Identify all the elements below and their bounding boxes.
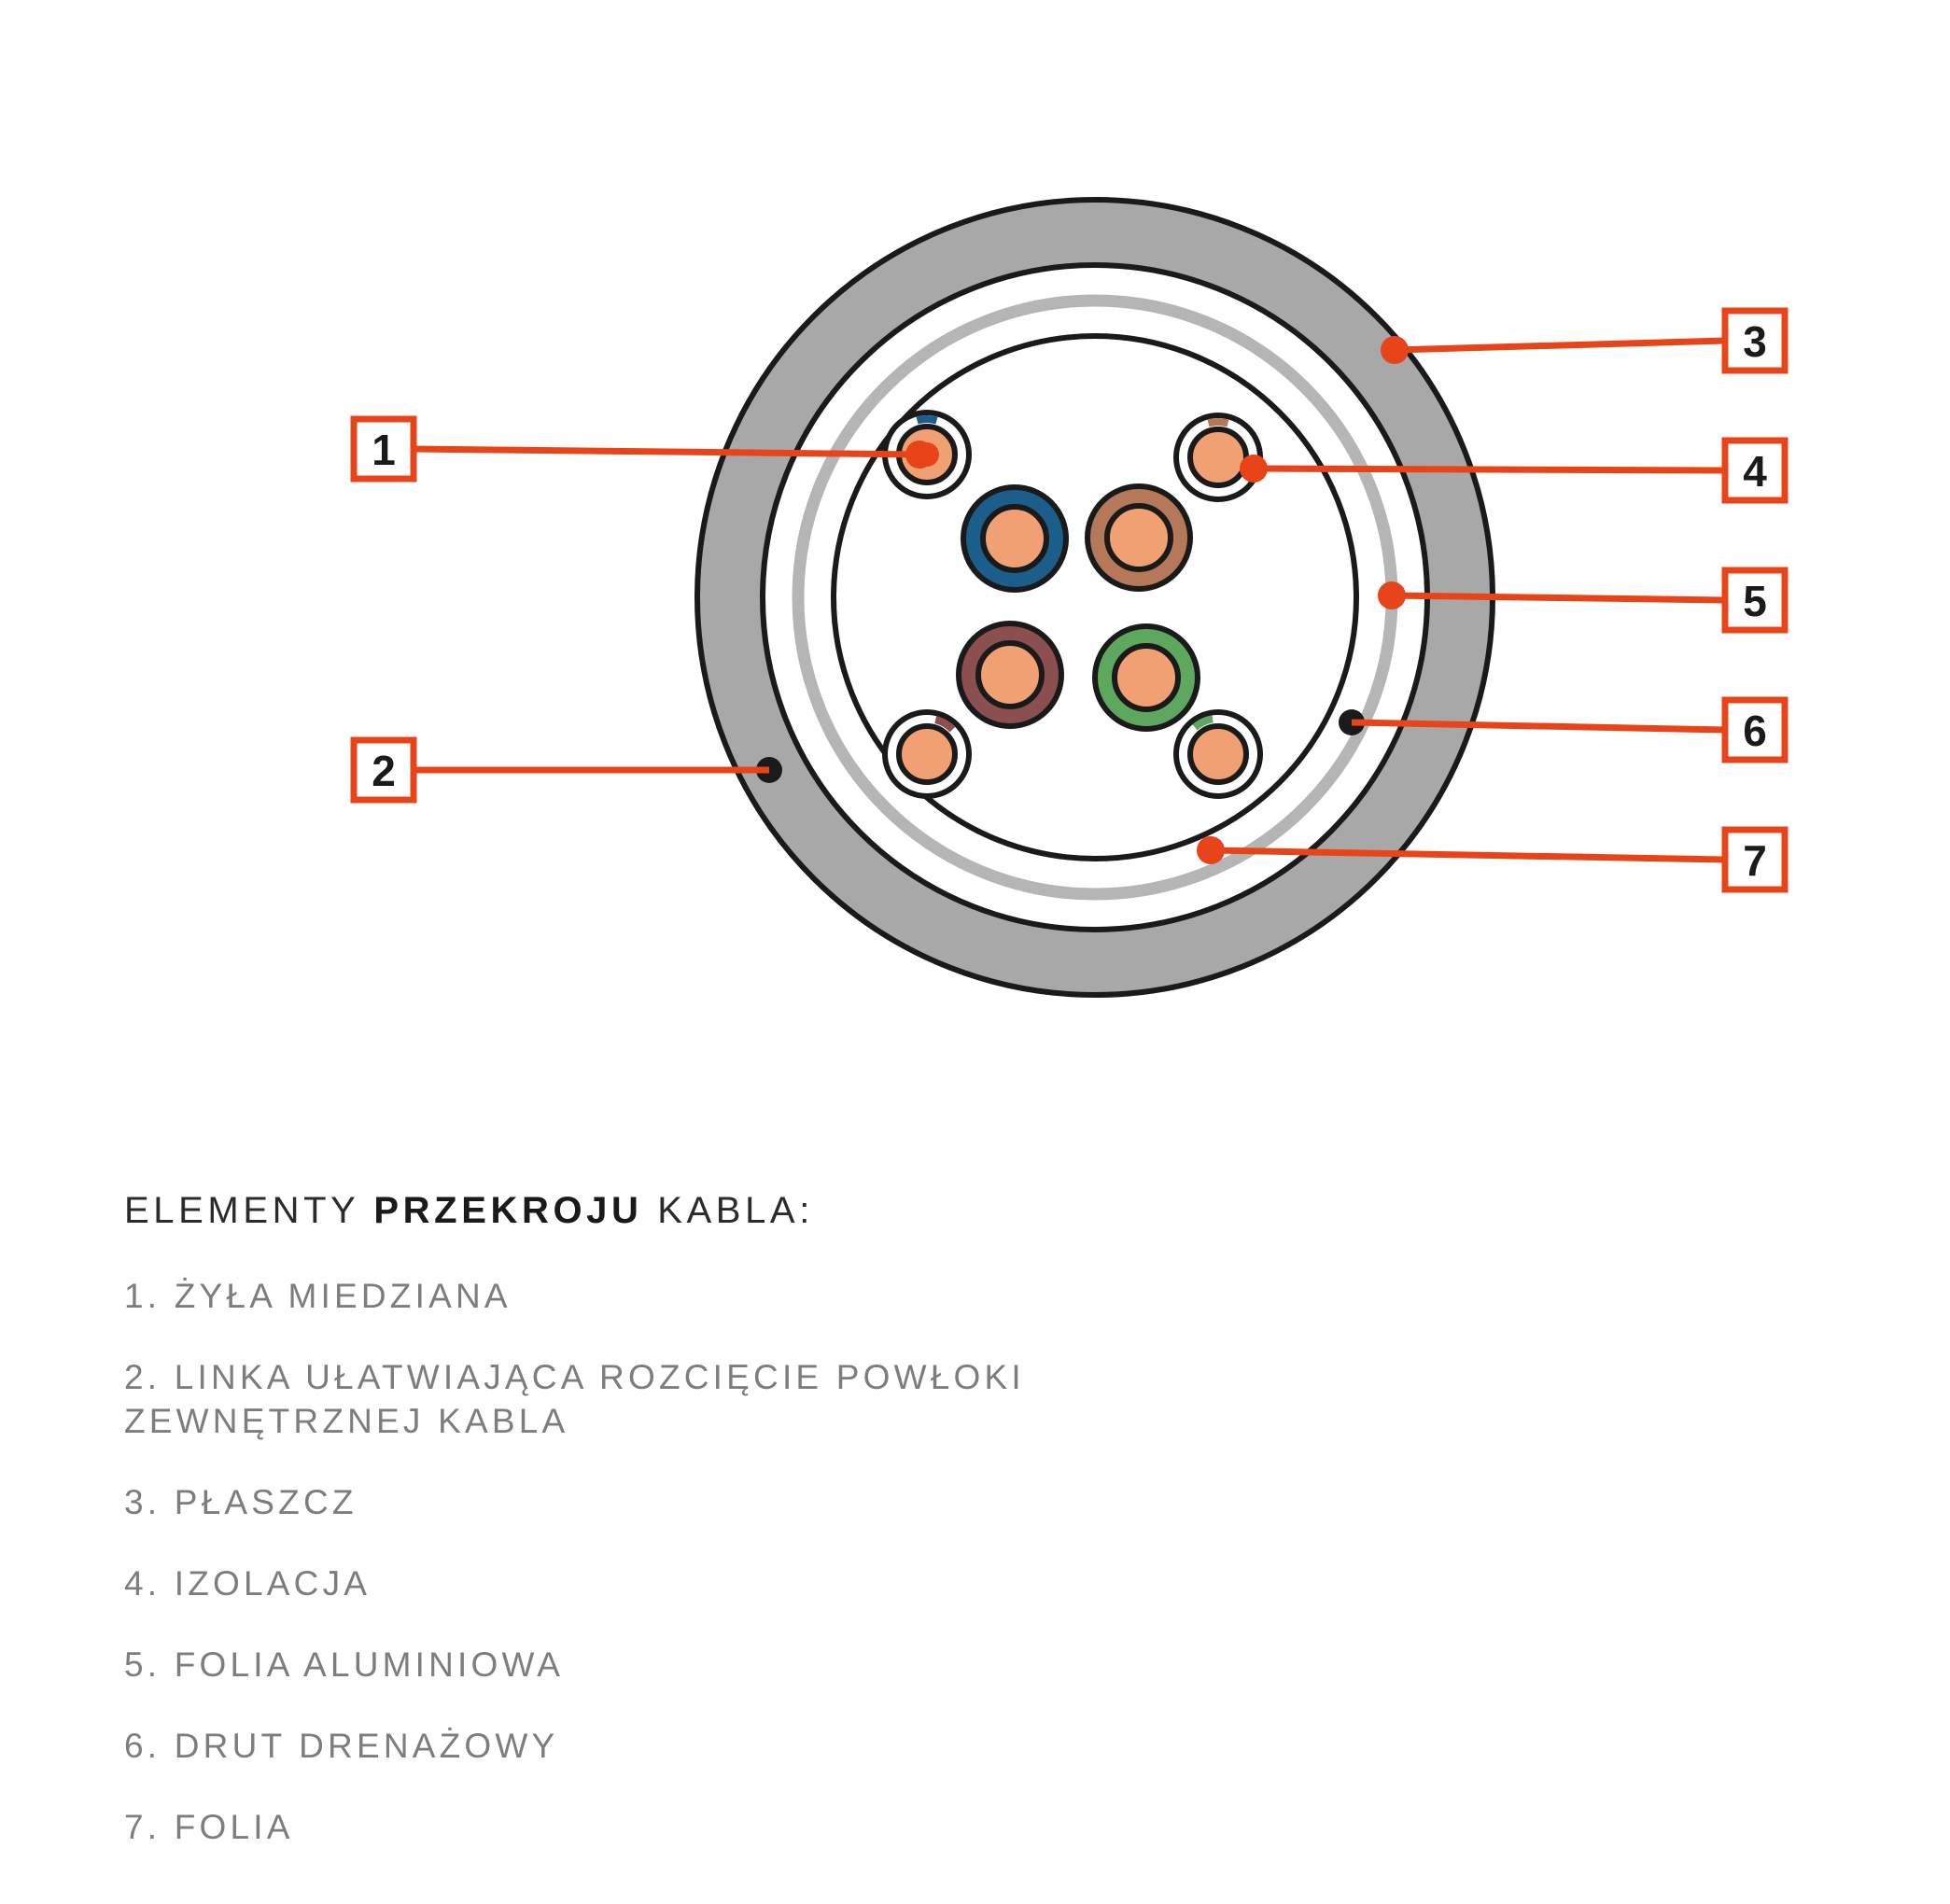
callout-number-5: 5 [1743,577,1767,625]
legend-item-4: 4. IZOLACJA [124,1563,372,1603]
wire-white-blue [882,410,972,499]
wire-white-brown [1173,413,1263,502]
legend-item-7: 7. FOLIA [124,1807,294,1846]
copper-conductor [980,504,1049,573]
copper-conductor [1187,723,1249,785]
callout-number-3: 3 [1743,317,1767,366]
wire-white-green [1173,709,1263,799]
copper-conductor [975,640,1045,709]
callout-target-dot-4 [1240,455,1268,483]
legend-heading-post: KABLA: [642,1190,814,1231]
callout-6[interactable]: 6 [1351,696,1789,763]
callout-1[interactable]: 1 [350,415,933,483]
wire-white-maroon [882,709,972,799]
legend-item-1: 1. ŻYŁA MIEDZIANA [124,1277,512,1315]
copper-conductor [1104,503,1173,572]
legend-item-5: 5. FOLIA ALUMINIOWA [124,1645,565,1684]
wire-stripe [1207,418,1229,427]
callout-7[interactable]: 7 [1197,826,1789,893]
legend-heading-bold: PRZEKROJU [373,1190,643,1231]
legend-block: ELEMENTY PRZEKROJU KABLA: 1. ŻYŁA MIEDZI… [124,1190,1431,1850]
callout-leader-7 [1210,847,1726,863]
callout-target-dot-5 [1378,581,1406,609]
callout-3[interactable]: 3 [1381,307,1789,374]
callout-leader-6 [1351,719,1726,734]
wire-stripe [934,716,956,733]
callout-number-6: 6 [1743,707,1767,755]
callout-number-1: 1 [372,426,396,474]
wire-maroon [956,621,1064,729]
wire-green [1092,623,1200,732]
callout-2[interactable]: 2 [350,736,769,804]
callout-target-dot-3 [1381,336,1409,364]
callout-number-4: 4 [1743,447,1767,496]
cable-cross-section-diagram: 1 2 3 4 5 6 7 [350,197,1789,998]
legend-item-2: 2. LINKA UŁATWIAJĄCA ROZCIĘCIE POWŁOKI Z… [124,1357,1025,1440]
wire-stripe [1192,715,1213,731]
callout-target-dot-7 [1197,836,1225,864]
wire-brown [1085,483,1193,592]
callout-leader-1 [413,445,920,458]
copper-conductor [896,723,958,785]
callout-leader-3 [1394,337,1726,354]
callout-number-2: 2 [372,747,396,795]
legend-heading-pre: ELEMENTY [124,1190,374,1231]
legend-item-list: 1. ŻYŁA MIEDZIANA 2. LINKA UŁATWIAJĄCA RO… [124,1275,1431,1850]
callout-leader-5 [1391,592,1726,604]
callout-5[interactable]: 5 [1378,567,1789,634]
legend-heading: ELEMENTY PRZEKROJU KABLA: [124,1190,1431,1232]
copper-conductor [1187,427,1249,488]
wire-blue [961,484,1069,593]
wire-stripe [916,415,938,425]
callout-leader-4 [1253,465,1726,474]
cable-diagram-svg: 1 2 3 4 5 6 7 [350,197,1789,998]
legend-item-3: 3. PŁASZCZ [124,1482,358,1521]
copper-conductor [1112,643,1181,712]
callout-box-7[interactable] [1721,826,1789,893]
callout-4[interactable]: 4 [1240,437,1789,504]
legend-item-6: 6. DRUT DRENAŻOWY [124,1726,559,1765]
callout-target-dot-1 [905,441,933,469]
callout-number-7: 7 [1743,836,1767,885]
callout-box-4[interactable] [1721,437,1789,504]
